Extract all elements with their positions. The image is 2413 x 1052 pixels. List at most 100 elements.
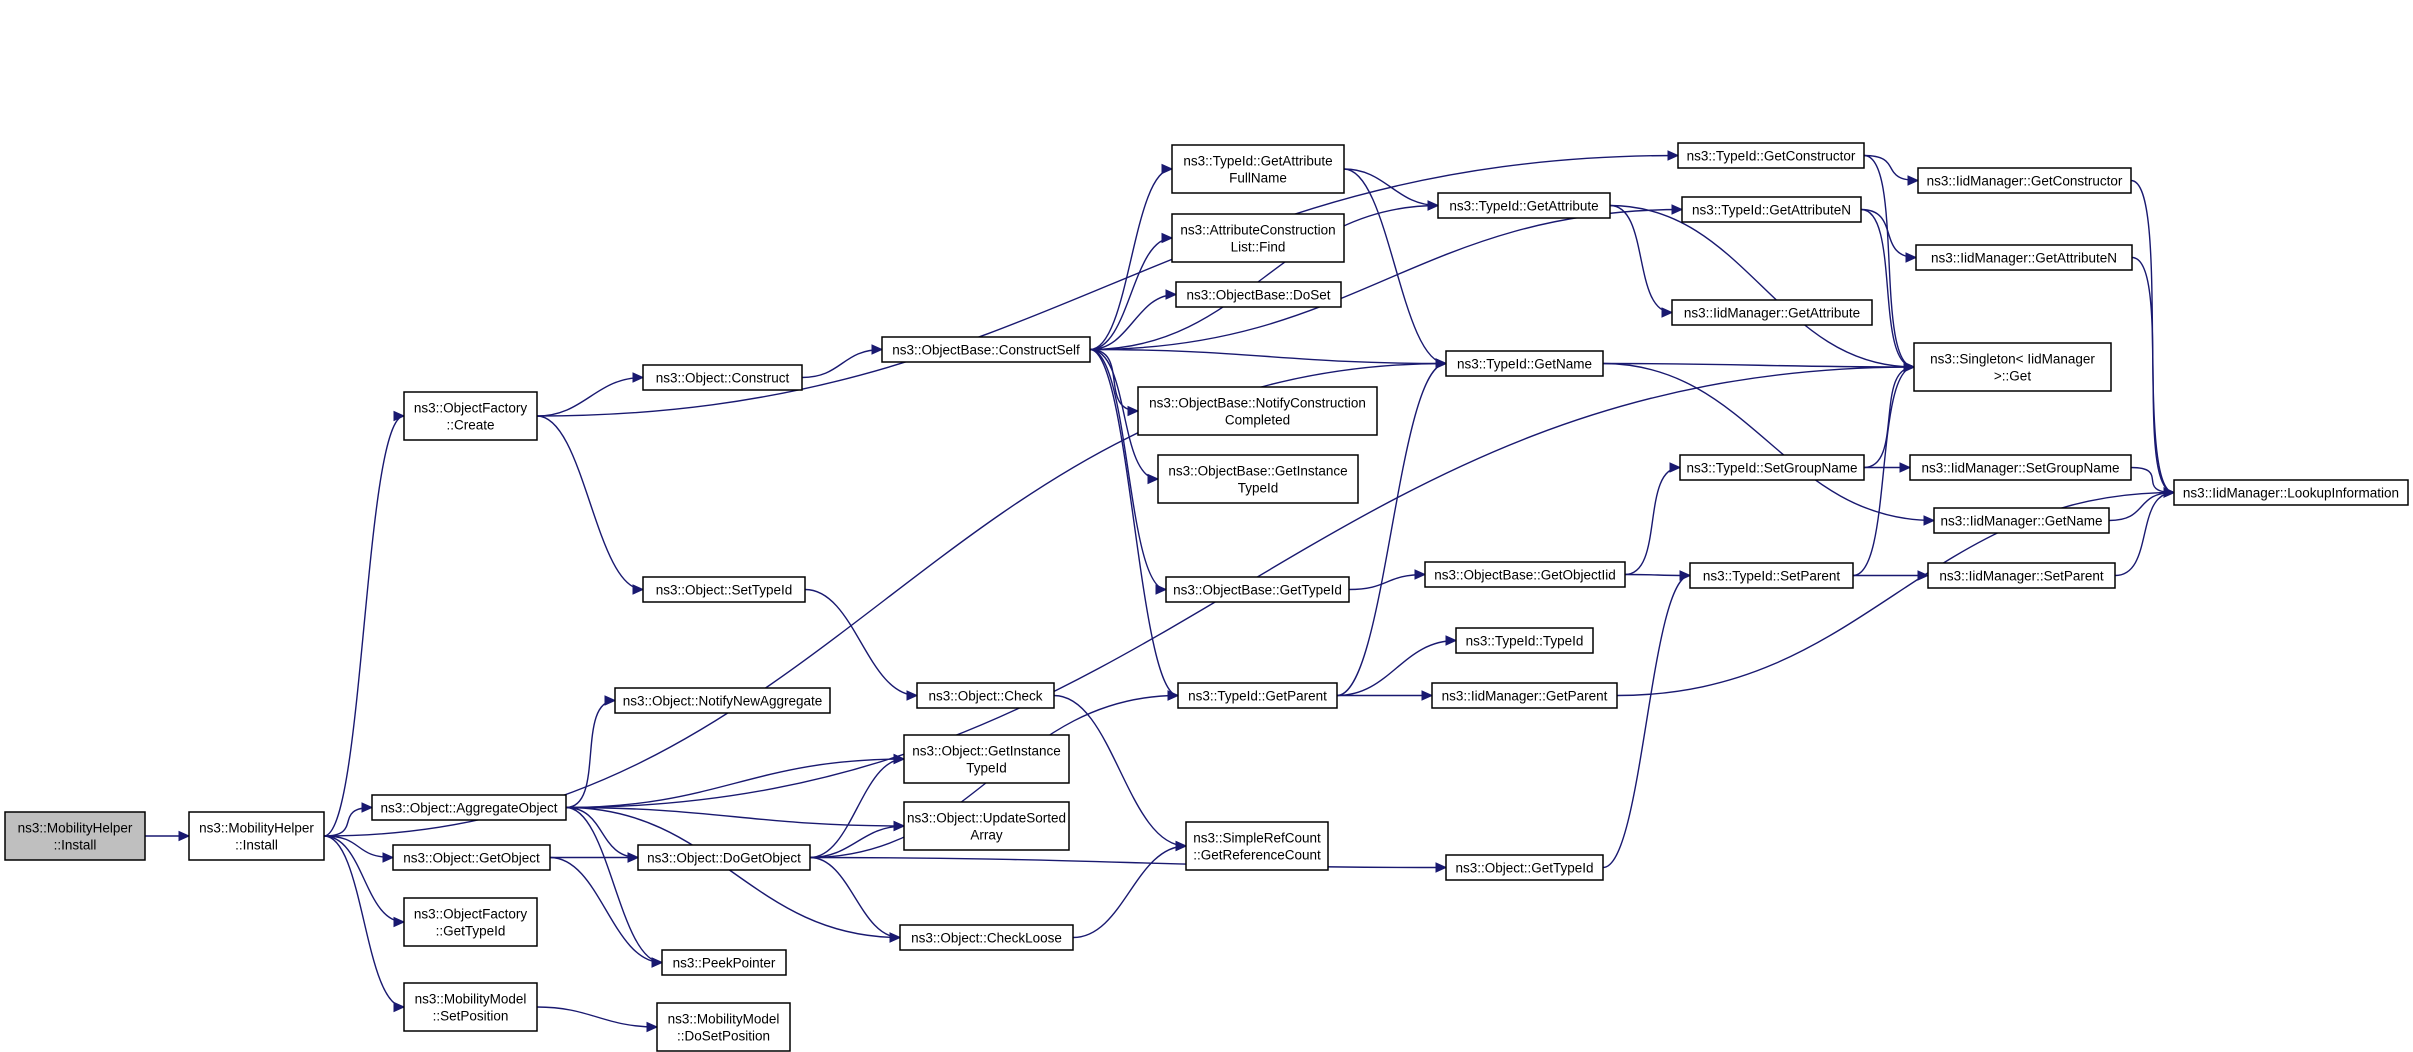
- node-box: [1913, 342, 2112, 392]
- edge-line: [323, 835, 405, 923]
- edge-mmsetpos-to-mmdoset: [536, 1006, 659, 1033]
- node-iidgetattr[interactable]: ns3::IidManager::GetAttribute: [1671, 299, 1873, 326]
- edge-constructself-to-tidgetattrfull: [1089, 163, 1174, 351]
- node-obdoset[interactable]: ns3::ObjectBase::DoSet: [1175, 281, 1342, 308]
- node-label: ns3::ObjectFactory: [414, 401, 528, 416]
- edge-line: [809, 856, 901, 939]
- edge-arrowhead: [1147, 473, 1160, 485]
- edge-checkloose-to-srcgetref: [1072, 840, 1188, 939]
- edge-tidgetctor-to-singleton: [1863, 154, 1916, 373]
- node-tidtypeid[interactable]: ns3::TypeId::TypeId: [1455, 627, 1594, 654]
- edge-arrowhead: [871, 344, 884, 355]
- edge-obgetoid-to-tidsetgroup: [1624, 462, 1682, 576]
- edge-line: [1602, 574, 1691, 869]
- edge-arrowhead: [1917, 570, 1930, 581]
- node-mmdoset[interactable]: ns3::MobilityModel::DoSetPosition: [656, 1002, 791, 1052]
- node-getobj[interactable]: ns3::Object::GetObject: [392, 844, 551, 871]
- node-label: ::DoSetPosition: [677, 1029, 770, 1044]
- node-checkloose[interactable]: ns3::Object::CheckLoose: [899, 924, 1074, 951]
- node-srcgetref[interactable]: ns3::SimpleRefCount::GetReferenceCount: [1185, 821, 1329, 871]
- node-box: [403, 982, 538, 1032]
- node-obgetoid[interactable]: ns3::ObjectBase::GetObjectIid: [1424, 561, 1626, 588]
- node-singleton[interactable]: ns3::Singleton< IidManager >::Get: [1913, 342, 2112, 392]
- node-iidgetctor[interactable]: ns3::IidManager::GetConstructor: [1917, 167, 2132, 194]
- node-tidgetattr[interactable]: ns3::TypeId::GetAttribute: [1437, 192, 1611, 219]
- node-construct[interactable]: ns3::Object::Construct: [642, 364, 803, 391]
- node-check[interactable]: ns3::Object::Check: [916, 682, 1055, 709]
- node-label: ::Install: [54, 838, 97, 853]
- edge-arrowhead: [393, 916, 406, 928]
- edge-line: [1089, 348, 1159, 480]
- node-peek[interactable]: ns3::PeekPointer: [661, 949, 787, 976]
- node-mhinst[interactable]: ns3::MobilityHelper::Install: [188, 811, 325, 861]
- edge-arrowhead: [178, 830, 191, 842]
- node-obgettid[interactable]: ns3::ObjectBase::GetTypeId: [1165, 576, 1350, 603]
- edge-tidsetgroup-to-iidsetgroup: [1864, 462, 1912, 473]
- node-tidsetgroup[interactable]: ns3::TypeId::SetGroupName: [1679, 454, 1865, 481]
- edge-line: [1089, 348, 1167, 591]
- edge-check-to-srcgetref: [1053, 694, 1188, 852]
- node-label: ns3::TypeId::GetParent: [1188, 689, 1327, 704]
- node-box: [1681, 196, 1862, 223]
- node-settypeid[interactable]: ns3::Object::SetTypeId: [642, 576, 806, 603]
- node-ofgettid[interactable]: ns3::ObjectFactory::GetTypeId: [403, 897, 538, 947]
- node-objgettid[interactable]: ns3::Object::GetTypeId: [1445, 854, 1604, 881]
- node-label: ns3::IidManager::GetConstructor: [1927, 174, 2123, 189]
- edge-line: [1343, 168, 1439, 207]
- node-iidgetname[interactable]: ns3::IidManager::GetName: [1933, 507, 2110, 534]
- edge-arrowhead: [2163, 487, 2176, 498]
- node-aggobj[interactable]: ns3::Object::AggregateObject: [371, 794, 567, 821]
- edge-arrowhead: [632, 372, 645, 383]
- edge-line: [1089, 348, 1139, 412]
- node-tidgetctor[interactable]: ns3::TypeId::GetConstructor: [1677, 142, 1865, 169]
- nodes-layer: ns3::MobilityHelper::Installns3::Mobilit…: [4, 142, 2409, 1052]
- node-iidsetparent[interactable]: ns3::IidManager::SetParent: [1927, 562, 2116, 589]
- edge-line: [565, 806, 639, 859]
- node-obnotify[interactable]: ns3::ObjectBase::NotifyConstructionCompl…: [1137, 386, 1378, 436]
- node-mmsetpos[interactable]: ns3::MobilityModel::SetPosition: [403, 982, 538, 1032]
- edge-line: [1624, 466, 1681, 576]
- node-tidgetattrn[interactable]: ns3::TypeId::GetAttributeN: [1681, 196, 1862, 223]
- edge-ofcreate-to-tidgetctor: [536, 150, 1680, 417]
- node-box: [637, 844, 811, 871]
- node-box: [903, 734, 1070, 784]
- edge-constructself-to-obdoset: [1089, 289, 1178, 351]
- node-root[interactable]: ns3::MobilityHelper::Install: [4, 811, 146, 861]
- node-label: ::Create: [446, 418, 494, 433]
- node-dogetobj[interactable]: ns3::Object::DoGetObject: [637, 844, 811, 871]
- node-box: [642, 576, 806, 603]
- edge-mhinst-to-ofcreate: [323, 410, 406, 837]
- node-label: Array: [970, 828, 1003, 843]
- node-box: [881, 336, 1091, 363]
- edge-constructself-to-acfind: [1089, 232, 1174, 351]
- node-box: [1424, 561, 1626, 588]
- edge-line: [536, 1006, 658, 1028]
- node-label: ns3::IidManager::SetParent: [1939, 569, 2104, 584]
- edge-line: [565, 806, 905, 827]
- edge-arrowhead: [1903, 361, 1916, 373]
- edge-dogetobj-to-updsorted: [809, 820, 906, 859]
- node-notifynew[interactable]: ns3::Object::NotifyNewAggregate: [614, 687, 831, 714]
- edge-line: [1053, 694, 1187, 847]
- edge-objgettid-to-tidsetparent: [1602, 570, 1692, 869]
- node-iidgetattrn[interactable]: ns3::IidManager::GetAttributeN: [1915, 244, 2133, 271]
- node-label: ns3::ObjectBase::GetTypeId: [1173, 583, 1342, 598]
- node-tidgetparent[interactable]: ns3::TypeId::GetParent: [1177, 682, 1338, 709]
- node-iidsetgroup[interactable]: ns3::IidManager::SetGroupName: [1909, 454, 2132, 481]
- node-constructself[interactable]: ns3::ObjectBase::ConstructSelf: [881, 336, 1091, 363]
- edge-obgettid-to-obgetoid: [1348, 569, 1427, 591]
- node-ofcreate[interactable]: ns3::ObjectFactory::Create: [403, 391, 538, 441]
- node-lookup[interactable]: ns3::IidManager::LookupInformation: [2173, 479, 2409, 506]
- edge-line: [565, 806, 901, 939]
- node-iidgetparent[interactable]: ns3::IidManager::GetParent: [1431, 682, 1618, 709]
- node-tidsetparent[interactable]: ns3::TypeId::SetParent: [1689, 562, 1854, 589]
- node-tidgetname[interactable]: ns3::TypeId::GetName: [1445, 350, 1604, 377]
- node-label: ns3::Object::CheckLoose: [911, 931, 1062, 946]
- edge-obgetoid-to-tidsetparent: [1624, 570, 1692, 581]
